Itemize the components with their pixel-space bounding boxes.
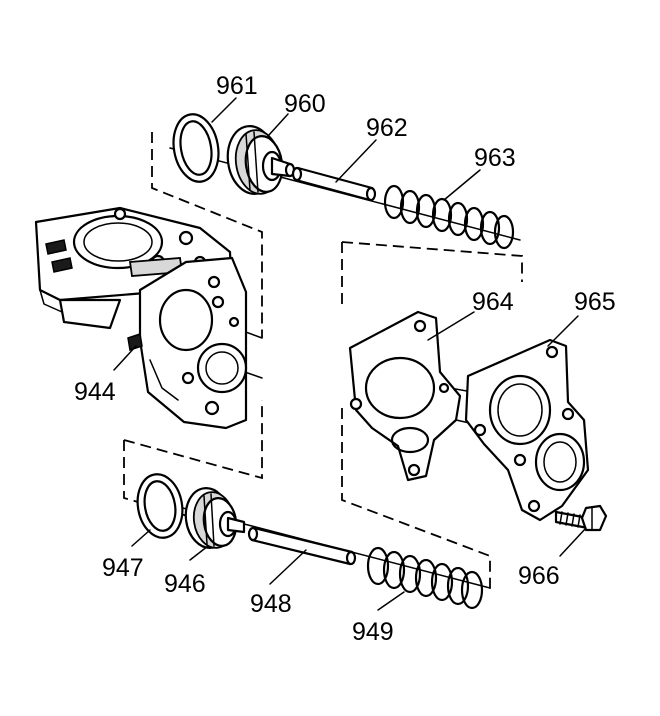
gasket-964	[348, 310, 462, 482]
spring-949	[366, 546, 484, 610]
leader-947	[131, 529, 151, 547]
callout-947: 947	[102, 554, 144, 582]
callout-labels: 961 960 962 963 964 965 944 947 946 948 …	[74, 72, 616, 646]
leader-949	[377, 591, 405, 611]
leader-946	[189, 545, 209, 561]
callout-965: 965	[574, 288, 616, 316]
leader-960	[267, 113, 289, 137]
callout-964: 964	[472, 288, 514, 316]
leader-944	[113, 345, 137, 371]
callout-962: 962	[366, 114, 408, 142]
leader-965	[547, 315, 579, 347]
callout-946: 946	[164, 570, 206, 598]
pin-962	[291, 166, 377, 202]
leader-961	[211, 97, 237, 123]
callout-949: 949	[352, 618, 394, 646]
piston-960	[226, 125, 296, 195]
snap-ring-961	[172, 113, 220, 183]
case-housing-944	[34, 206, 248, 430]
callout-944: 944	[74, 378, 116, 406]
leader-962	[335, 139, 377, 183]
cover-965	[464, 338, 590, 522]
leader-948	[269, 549, 307, 585]
callout-966: 966	[518, 562, 560, 590]
callout-948: 948	[250, 590, 292, 618]
callout-960: 960	[284, 90, 326, 118]
leader-966	[559, 527, 587, 557]
bolt-966	[554, 504, 608, 532]
assembly-guide-lines	[123, 132, 523, 590]
callout-963: 963	[474, 144, 516, 172]
leader-lines	[113, 97, 587, 611]
callout-961: 961	[216, 72, 258, 100]
pin-948	[247, 526, 357, 566]
leader-963	[443, 169, 481, 201]
leader-964	[427, 311, 475, 341]
piston-946	[184, 487, 246, 549]
spring-963	[383, 184, 515, 250]
snap-ring-947	[136, 473, 184, 539]
